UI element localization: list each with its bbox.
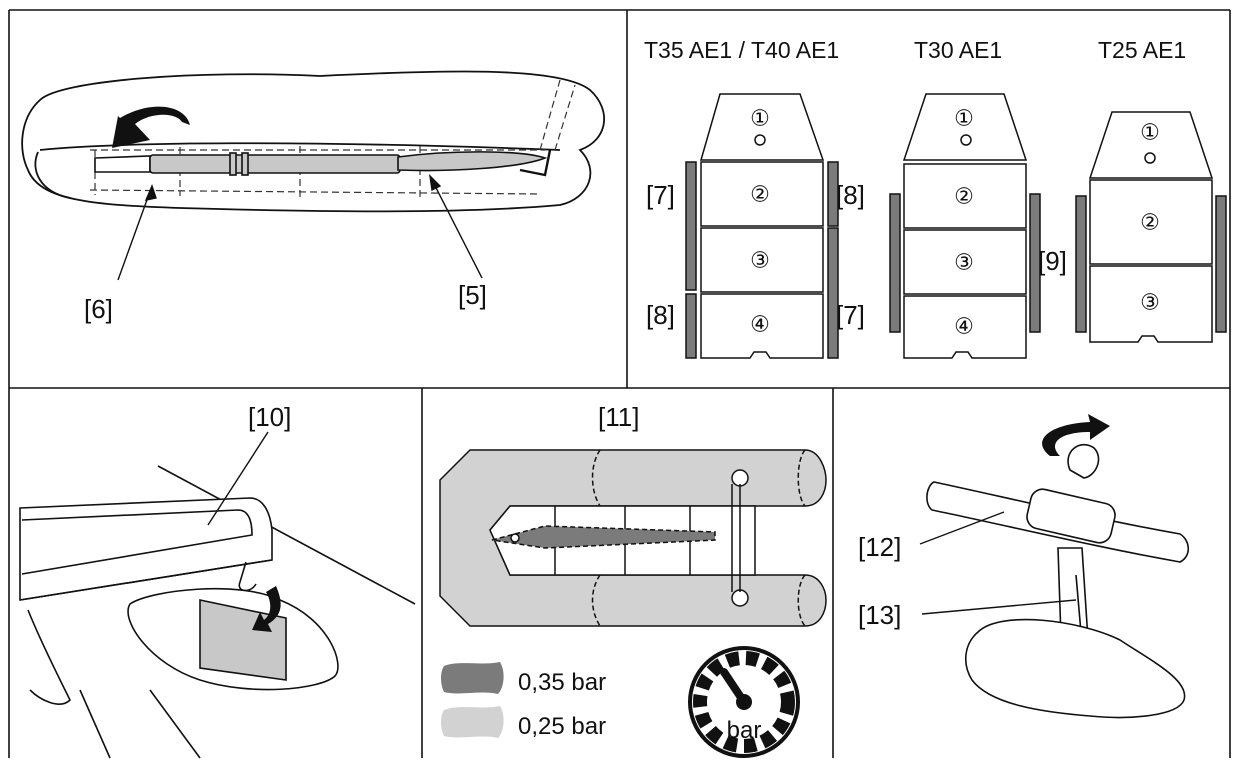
- callout-5: [5]: [458, 280, 487, 310]
- callout-8-top: [8]: [836, 180, 865, 210]
- callout-8-bottom: [8]: [646, 300, 675, 330]
- floor-b-board-4: ④: [954, 314, 974, 339]
- floor-a-board-3: ③: [750, 248, 770, 273]
- callout-leaders: [117, 174, 483, 281]
- tube-and-valve: [926, 443, 1190, 719]
- callout-13: [13]: [858, 600, 901, 630]
- legend-swatch-low: [441, 706, 504, 738]
- floor-layout-t25: [1075, 111, 1227, 343]
- panel-inflation: [11] 0,35 bar 0,25 bar bar: [439, 402, 827, 758]
- panel-frame: [8, 9, 1231, 758]
- panel-rolled-boat: [6] [5]: [21, 70, 605, 324]
- callout-9: [9]: [1038, 246, 1067, 276]
- floor-c-board-3: ③: [1140, 290, 1160, 315]
- callout-11: [11]: [598, 402, 639, 432]
- panel-seat: [10]: [19, 402, 416, 759]
- rotate-arrow-icon: [252, 586, 281, 632]
- floor-b-board-1: ①: [954, 106, 974, 131]
- callout-12: [12]: [858, 532, 901, 562]
- pressure-gauge-icon: bar: [688, 646, 800, 758]
- model-header-t35-t40: T35 AE1 / T40 AE1: [644, 37, 839, 63]
- oar: [94, 149, 552, 177]
- callout-7-bottom: [7]: [836, 300, 865, 330]
- fold-arrow-icon: [112, 106, 190, 148]
- turn-arrow-icon: [1042, 414, 1110, 456]
- callout-10: [10]: [248, 402, 291, 432]
- floor-b-board-2: ②: [954, 184, 974, 209]
- gauge-unit: bar: [727, 717, 762, 744]
- model-header-t30: T30 AE1: [914, 37, 1002, 63]
- floor-c-board-2: ②: [1140, 210, 1160, 235]
- floor-a-board-2: ②: [750, 182, 770, 207]
- boat-topview: [439, 449, 827, 627]
- floor-c-board-1: ①: [1140, 120, 1160, 145]
- floor-b-board-3: ③: [954, 250, 974, 275]
- legend-swatch-high: [441, 662, 504, 694]
- legend-value-high: 0,35 bar: [518, 669, 606, 696]
- callout-6: [6]: [84, 294, 113, 324]
- floor-a-board-1: ①: [750, 106, 770, 131]
- model-header-t25: T25 AE1: [1098, 37, 1186, 63]
- legend-value-low: 0,25 bar: [518, 713, 606, 740]
- floor-a-board-4: ④: [750, 312, 770, 337]
- callout-leaders-valve: [919, 511, 1077, 615]
- panel-floor-layouts: T35 AE1 / T40 AE1 T30 AE1 T25 AE1 ① ② ③ …: [644, 37, 1227, 359]
- callout-7-top: [7]: [646, 180, 675, 210]
- floor-layout-t35-t40: [685, 93, 839, 359]
- floor-layout-t30: [889, 93, 1041, 359]
- callout-10-leader: [207, 431, 269, 526]
- panel-valve-pump: [12] [13]: [858, 414, 1190, 719]
- rolled-boat-tube: [21, 70, 605, 213]
